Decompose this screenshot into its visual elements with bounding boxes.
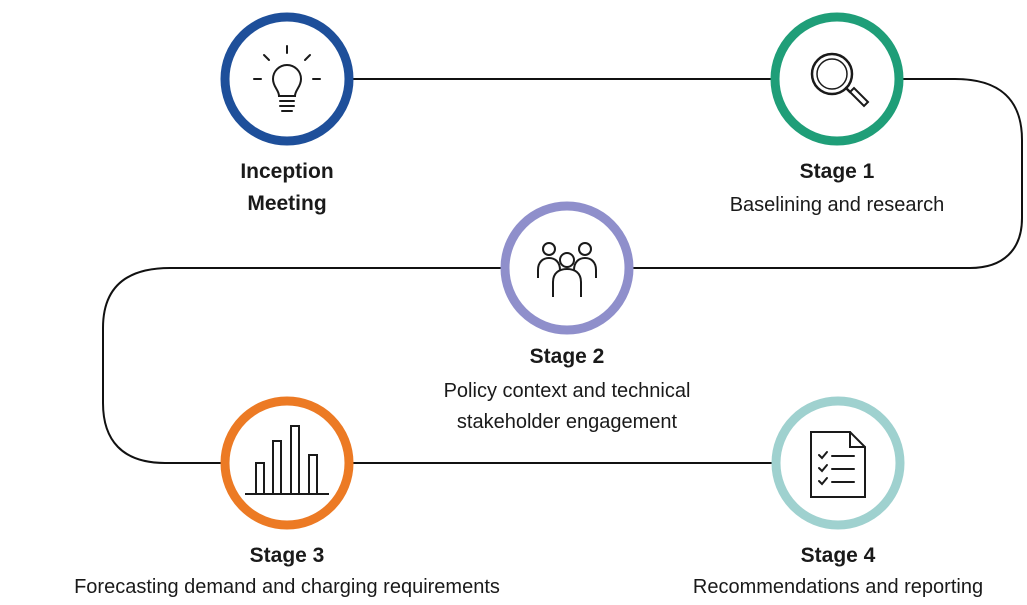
stage4-title: Stage 4: [800, 544, 876, 567]
stage3-description: Forecasting demand and charging requirem…: [74, 576, 500, 598]
lightbulb-icon: [253, 45, 321, 112]
stage3-title: Stage 3: [249, 544, 325, 567]
stage4-description: Recommendations and reporting: [692, 576, 984, 598]
stage3-circle: [220, 396, 354, 530]
stage4-circle: [771, 396, 905, 530]
inception-title-line2: Meeting: [247, 192, 327, 215]
stage1-title: Stage 1: [799, 160, 875, 183]
people-group-icon: [537, 242, 597, 297]
stage2-description-line1: Policy context and technical: [443, 380, 691, 402]
stage2-description-line2: stakeholder engagement: [456, 411, 678, 433]
checklist-icon: [810, 431, 866, 498]
stage1-description: Baselining and research: [729, 194, 945, 216]
magnifier-icon: [810, 52, 870, 108]
inception-title-line1: Inception: [240, 160, 334, 183]
connector-path: [102, 78, 1023, 464]
bar-chart-icon: [245, 425, 329, 495]
inception-circle: [220, 12, 354, 146]
stage1-circle: [770, 12, 904, 146]
stage2-title: Stage 2: [529, 345, 605, 368]
